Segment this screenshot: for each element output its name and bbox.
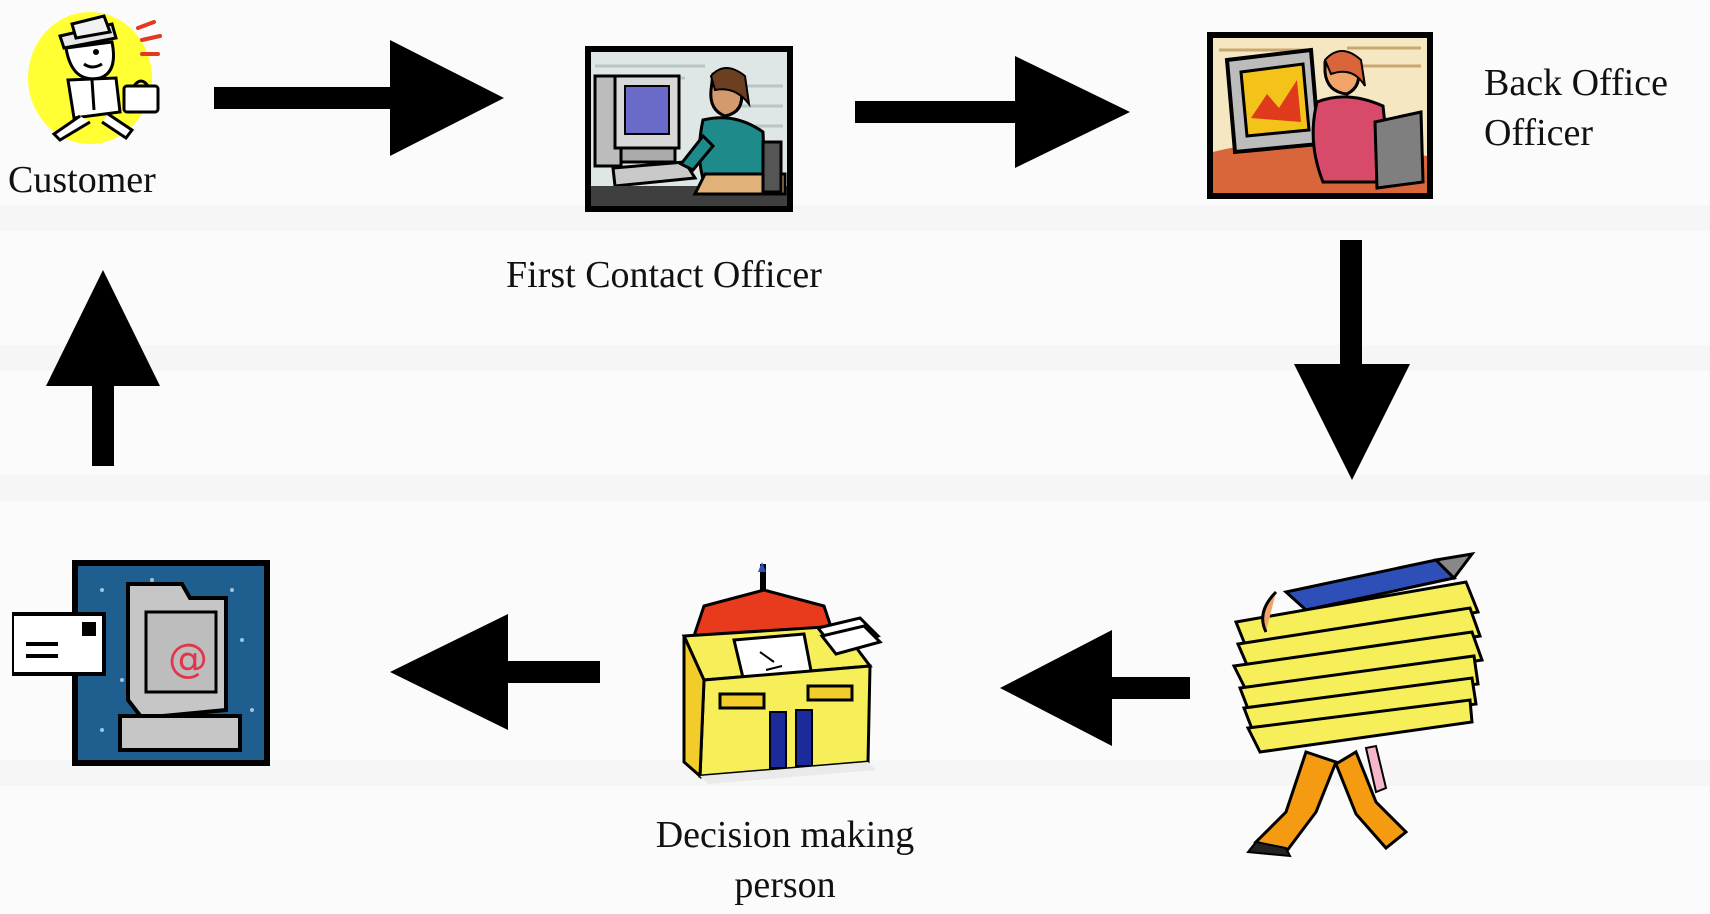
customer-label: Customer — [8, 159, 156, 201]
desk-with-papers-icon — [681, 562, 883, 784]
arrow-first-contact-to-back-office — [855, 56, 1130, 168]
background-streak — [0, 345, 1710, 371]
arrow-paperwork-to-decision — [1000, 630, 1190, 746]
first-contact-node — [585, 46, 793, 212]
email-node: @ — [10, 560, 270, 766]
customer-node — [20, 6, 170, 146]
back-office-label-line2: Officer — [1484, 112, 1594, 154]
arrow-back-office-to-paperwork — [1294, 240, 1410, 480]
decision-label-line1: Decision making — [655, 814, 915, 856]
background-streak — [0, 475, 1710, 501]
arrow-decision-to-email — [390, 614, 600, 730]
office-worker-computer-icon — [585, 46, 793, 212]
decision-node — [664, 562, 892, 790]
email-computer-icon: @ — [10, 560, 270, 766]
man-carrying-papers-icon — [1231, 551, 1485, 858]
svg-text:@: @ — [168, 636, 208, 682]
paperwork-node — [1226, 551, 1490, 860]
decision-label-line2: person — [734, 864, 836, 906]
first-contact-label: First Contact Officer — [506, 254, 822, 296]
worker-at-monitor-icon — [1207, 32, 1433, 199]
running-businessman-icon — [28, 12, 162, 144]
arrow-email-to-customer — [46, 270, 160, 466]
back-office-label-line1: Back Office — [1484, 62, 1668, 104]
arrow-customer-to-first-contact — [214, 40, 504, 156]
back-office-node — [1207, 32, 1433, 199]
background-streak — [0, 205, 1710, 231]
